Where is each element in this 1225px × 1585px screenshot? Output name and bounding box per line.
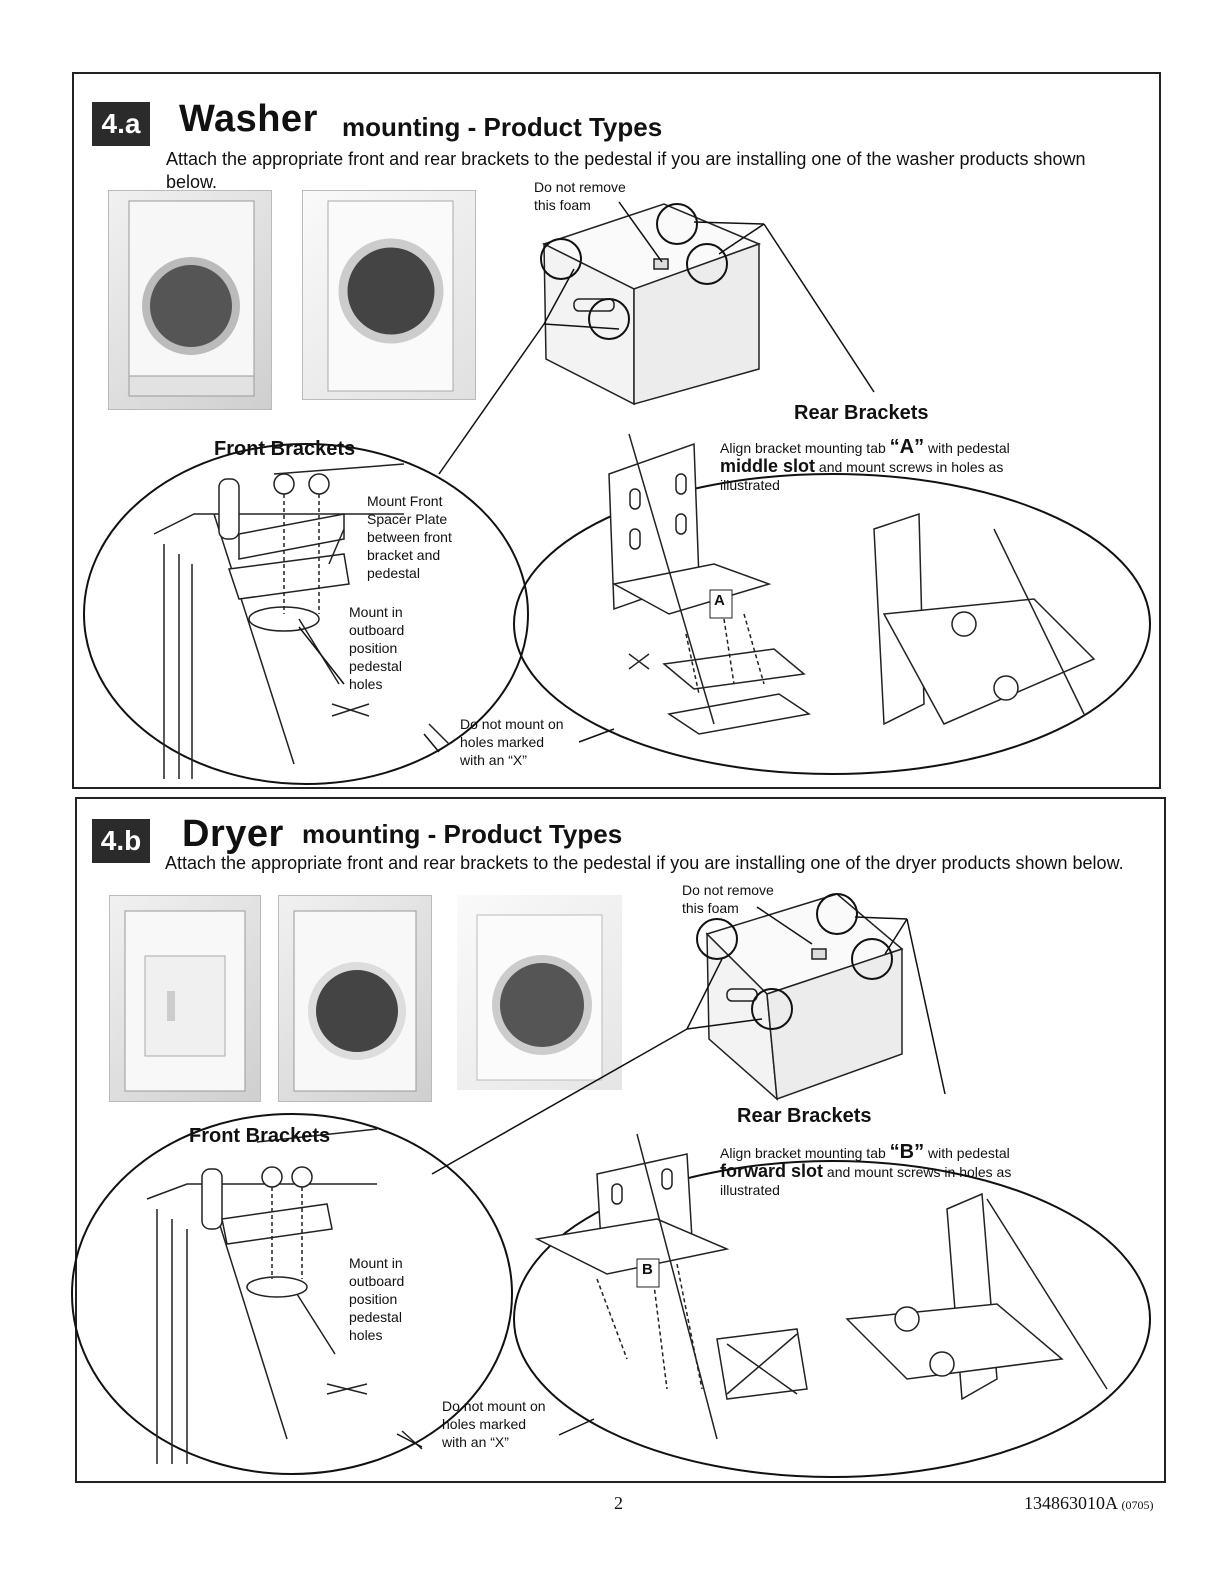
x-holes-note: Do not mount on holes marked with an “X” — [442, 1398, 546, 1450]
front-brackets-heading: Front Brackets — [214, 438, 356, 460]
dryer-image-icon — [124, 910, 246, 1092]
dryer-photo-3 — [457, 895, 622, 1090]
rear-brackets-heading: Rear Brackets — [794, 402, 929, 424]
pointer-arrows — [396, 1418, 595, 1448]
section-intro: Attach the appropriate front and rear br… — [165, 853, 1124, 873]
washer-photo-1 — [108, 190, 272, 410]
rear-bracket-lens — [513, 1160, 1151, 1478]
dryer-image-icon — [293, 910, 417, 1092]
leader-lines — [431, 906, 946, 1175]
document-code: 134863010A (0705) — [1024, 1493, 1154, 1513]
pointer-arrows — [298, 626, 615, 753]
dryer-image-icon — [476, 914, 603, 1081]
front-bracket-art — [153, 463, 450, 779]
washer-section: 4.a Washer mounting - Product Types Atta… — [72, 72, 1161, 789]
section-subtitle: mounting - Product Types — [342, 112, 663, 142]
washer-image-icon — [128, 200, 255, 397]
dryer-section: 4.b Dryer mounting - Product Types Attac… — [71, 797, 1166, 1483]
tab-letter-b: B — [642, 1261, 653, 1278]
section-title: Dryer — [182, 813, 284, 855]
foam-note: Do not remove this foam — [534, 179, 626, 213]
rear-bracket-art — [534, 1133, 1108, 1440]
rear-brackets-heading: Rear Brackets — [737, 1105, 872, 1127]
section-intro: Attach the appropriate front and rear br… — [166, 149, 1086, 192]
spacer-plate-note: Mount Front Spacer Plate between front b… — [367, 493, 452, 581]
front-bracket-lens — [71, 1113, 513, 1475]
rear-bracket-note: Align bracket mounting tab “A” with pede… — [720, 436, 1010, 493]
section-title: Washer — [179, 98, 318, 140]
front-bracket-lens — [83, 443, 529, 785]
tab-letter-a: A — [714, 592, 725, 609]
pedestal-box — [542, 203, 762, 406]
page-number: 2 — [614, 1493, 623, 1513]
callout-circles — [696, 893, 893, 1030]
pedestal-box — [705, 893, 904, 1101]
dryer-photo-1 — [109, 895, 261, 1102]
section-badge: 4.b — [92, 819, 150, 863]
front-brackets-heading: Front Brackets — [189, 1125, 331, 1147]
washer-diagram — [83, 201, 1151, 785]
x-holes-note: Do not mount on holes marked with an “X” — [460, 716, 564, 768]
rear-bracket-lens — [513, 473, 1151, 775]
washer-image-icon — [327, 200, 454, 392]
leader-lines — [438, 201, 875, 475]
section-subtitle: mounting - Product Types — [302, 819, 623, 849]
outboard-note: Mount in outboard position pedestal hole… — [349, 1255, 405, 1343]
dryer-diagram — [71, 893, 1151, 1478]
dryer-photo-2 — [278, 895, 432, 1102]
rear-bracket-note: Align bracket mounting tab “B” with pede… — [720, 1141, 1012, 1198]
rear-bracket-art — [608, 433, 1096, 735]
section-badge: 4.a — [92, 102, 150, 146]
front-bracket-art — [146, 1128, 423, 1464]
callout-circles — [540, 203, 728, 340]
outboard-note: Mount in outboard position pedestal hole… — [349, 604, 405, 692]
washer-photo-2 — [302, 190, 476, 400]
foam-note: Do not remove this foam — [682, 882, 774, 916]
